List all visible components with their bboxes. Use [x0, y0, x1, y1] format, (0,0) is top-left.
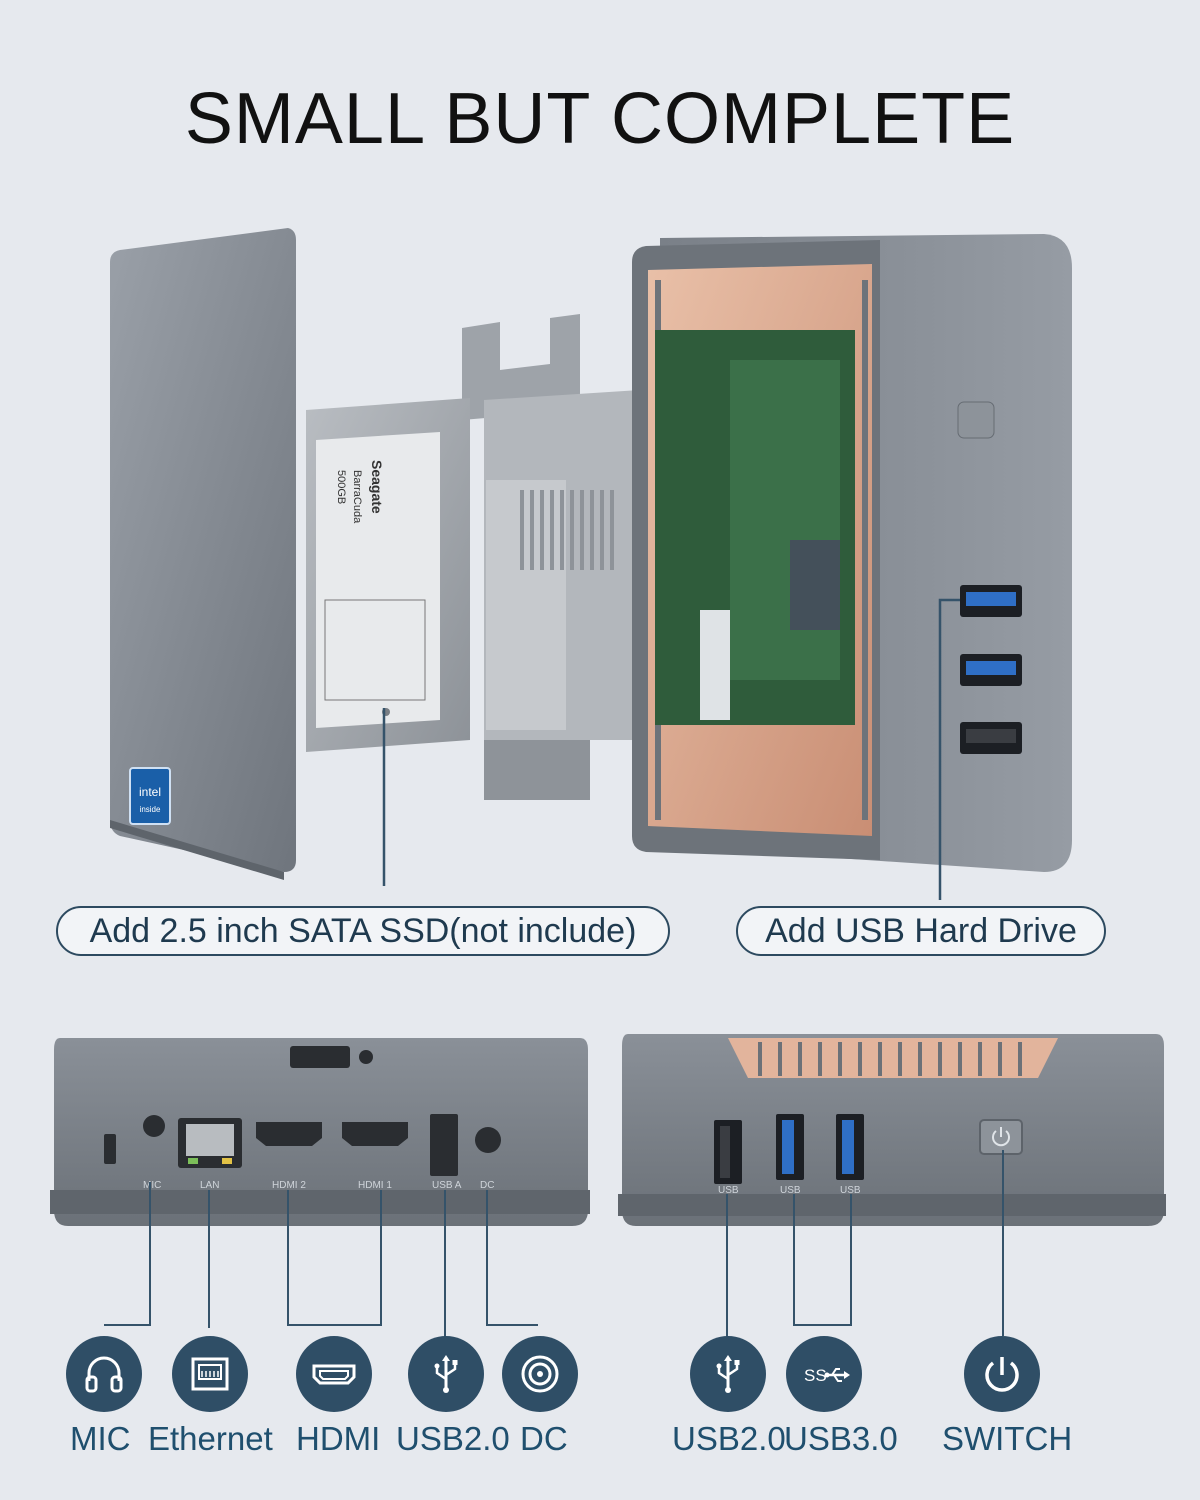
svg-text:intel: intel — [139, 785, 161, 799]
rear-port-label-mic: MIC — [143, 1180, 162, 1191]
headline: SMALL BUT COMPLETE — [184, 79, 1016, 159]
rear-panel-illustration — [50, 1038, 590, 1226]
hdmi-icon — [296, 1336, 372, 1412]
svg-text:500GB: 500GB — [335, 470, 347, 504]
usb-ss-icon: SS — [786, 1336, 862, 1412]
label-ethernet: Ethernet — [148, 1420, 273, 1457]
hdmi-leader — [287, 1190, 289, 1326]
usb2-leader — [444, 1190, 446, 1340]
front-port-label-3: USB — [840, 1185, 861, 1196]
label-dc: DC — [520, 1420, 568, 1457]
ethernet-leader — [208, 1190, 210, 1328]
svg-text:SS: SS — [804, 1366, 827, 1385]
exploded-view-illustration: intel inside Seagate BarraCuda 500GB — [110, 228, 1072, 900]
rear-port-label-dc: DC — [480, 1180, 495, 1191]
label-switch: SWITCH — [942, 1420, 1073, 1457]
ethernet-icon — [172, 1336, 248, 1412]
usb-icon — [408, 1336, 484, 1412]
svg-text:inside: inside — [140, 805, 161, 814]
hdmi2-port — [256, 1122, 322, 1146]
label-hdmi: HDMI — [296, 1420, 381, 1457]
svg-text:BarraCuda: BarraCuda — [351, 470, 363, 524]
dc-port — [475, 1127, 501, 1153]
label-usb20: USB2.0 — [396, 1420, 510, 1457]
dc-power-icon — [502, 1336, 578, 1412]
intel-badge — [129, 767, 171, 825]
front-usb-icon — [690, 1336, 766, 1412]
label-usb30: USB3.0 — [784, 1420, 898, 1457]
dc-leader — [486, 1190, 488, 1326]
ssd-callout: Add 2.5 inch SATA SSD(not include) — [56, 906, 670, 956]
label-front-usb20: USB2.0 — [672, 1420, 786, 1457]
case-lid: intel inside — [110, 228, 296, 880]
rear-port-label-hdmi1: HDMI 1 — [358, 1180, 392, 1191]
drive-bracket — [462, 314, 660, 800]
headphones-icon — [66, 1336, 142, 1412]
usb-a-port — [430, 1114, 458, 1176]
rear-port-label-hdmi2: HDMI 2 — [272, 1180, 306, 1191]
front-port-label-2: USB — [780, 1185, 801, 1196]
label-mic: MIC — [70, 1420, 131, 1457]
svg-text:Seagate: Seagate — [369, 460, 385, 514]
front-port-label-1: USB — [718, 1185, 739, 1196]
case-body — [632, 234, 1072, 872]
front-usb3-leader — [793, 1194, 795, 1326]
front-panel-illustration — [618, 1034, 1166, 1226]
rear-port-label-lan: LAN — [200, 1180, 220, 1191]
power-icon — [964, 1336, 1040, 1412]
front-usb2-leader — [726, 1194, 728, 1340]
usb-drive-callout: Add USB Hard Drive — [736, 906, 1106, 956]
mic-leader — [149, 1182, 151, 1326]
sata-drive: Seagate BarraCuda 500GB — [306, 398, 470, 752]
hdmi1-port — [342, 1122, 408, 1146]
switch-leader — [1002, 1150, 1004, 1336]
rear-port-label-usba: USB A — [432, 1180, 462, 1191]
